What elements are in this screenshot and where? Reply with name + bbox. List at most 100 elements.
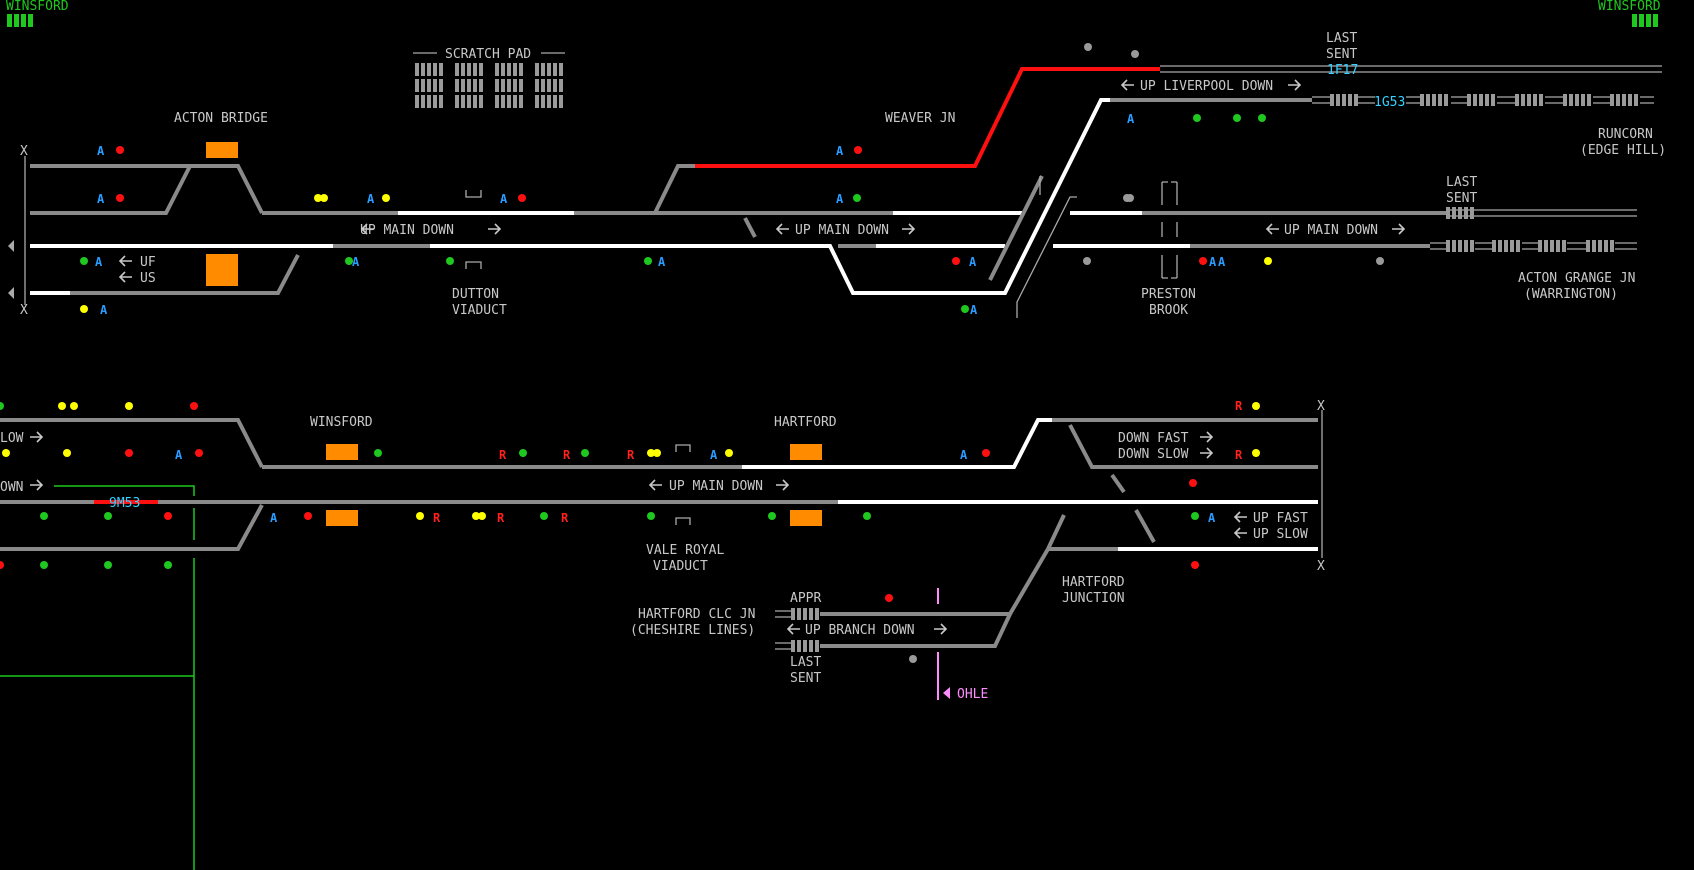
signal-aspect[interactable]: [1131, 50, 1139, 58]
auto-button-icon[interactable]: A: [100, 303, 108, 317]
auto-button-icon[interactable]: A: [500, 192, 508, 206]
label-preston-1: PRESTON: [1141, 287, 1196, 302]
signal-aspect[interactable]: [2, 449, 10, 457]
signal-aspect[interactable]: [70, 402, 78, 410]
reminder-icon[interactable]: R: [627, 448, 635, 462]
signal-aspect[interactable]: [104, 512, 112, 520]
signal-aspect[interactable]: [416, 512, 424, 520]
signal-aspect[interactable]: [952, 257, 960, 265]
signal-aspect[interactable]: [40, 561, 48, 569]
signal-aspect[interactable]: [80, 257, 88, 265]
berth-1g53[interactable]: 1G53: [1330, 94, 1405, 110]
auto-button-icon[interactable]: A: [1209, 255, 1217, 269]
auto-button-icon[interactable]: A: [367, 192, 375, 206]
berth-last-sent-branch[interactable]: [791, 640, 819, 652]
auto-button-icon[interactable]: A: [97, 192, 105, 206]
reminder-icon[interactable]: R: [563, 448, 571, 462]
berth-row-preston[interactable]: [1446, 207, 1614, 252]
auto-button-icon[interactable]: A: [960, 448, 968, 462]
auto-button-icon[interactable]: A: [969, 255, 977, 269]
signal-aspect[interactable]: [1191, 512, 1199, 520]
signal-aspect[interactable]: [982, 449, 990, 457]
auto-button-icon[interactable]: A: [95, 255, 103, 269]
signal-aspect[interactable]: [1264, 257, 1272, 265]
signal-aspect[interactable]: [909, 655, 917, 663]
signal-aspect[interactable]: [382, 194, 390, 202]
signal-aspect[interactable]: [1084, 43, 1092, 51]
signal-aspect[interactable]: [190, 402, 198, 410]
berth-1f17[interactable]: 1F17: [1327, 63, 1358, 78]
signal-aspect[interactable]: [581, 449, 589, 457]
signal-aspect[interactable]: [1233, 114, 1241, 122]
auto-button-icon[interactable]: A: [97, 144, 105, 158]
reminder-icon[interactable]: R: [499, 448, 507, 462]
auto-button-icon[interactable]: A: [1208, 511, 1216, 525]
reminder-icon[interactable]: R: [433, 511, 441, 525]
signal-aspect[interactable]: [1083, 257, 1091, 265]
signal-aspect[interactable]: [519, 449, 527, 457]
auto-button-icon[interactable]: A: [658, 255, 666, 269]
signal-aspect[interactable]: [0, 402, 4, 410]
label-ohle[interactable]: OHLE: [957, 687, 988, 702]
signal-aspect[interactable]: [647, 512, 655, 520]
signal-aspect[interactable]: [540, 512, 548, 520]
signal-aspect[interactable]: [164, 561, 172, 569]
reminder-icon[interactable]: R: [1235, 448, 1243, 462]
berth-9m53[interactable]: 9M53: [109, 496, 140, 511]
signal-aspect[interactable]: [647, 449, 655, 457]
reminder-icon[interactable]: R: [497, 511, 505, 525]
auto-button-icon[interactable]: A: [1127, 112, 1135, 126]
signal-aspect[interactable]: [1191, 561, 1199, 569]
auto-button-icon[interactable]: A: [836, 192, 844, 206]
signal-aspect[interactable]: [1252, 449, 1260, 457]
signal-aspect[interactable]: [1199, 257, 1207, 265]
reminder-icon[interactable]: R: [561, 511, 569, 525]
signal-aspect[interactable]: [345, 257, 353, 265]
signal-aspect[interactable]: [1258, 114, 1266, 122]
signal-aspect[interactable]: [40, 512, 48, 520]
signal-aspect[interactable]: [80, 305, 88, 313]
signal-aspect[interactable]: [63, 449, 71, 457]
signal-aspect[interactable]: [1252, 402, 1260, 410]
signal-aspect[interactable]: [0, 561, 4, 569]
signal-aspect[interactable]: [854, 146, 862, 154]
signal-aspect[interactable]: [885, 594, 893, 602]
signal-aspect[interactable]: [478, 512, 486, 520]
signal-aspect[interactable]: [472, 512, 480, 520]
signal-aspect[interactable]: [314, 194, 322, 202]
scratch-pad[interactable]: SCRATCH PAD: [413, 47, 565, 108]
signal-aspect[interactable]: [304, 512, 312, 520]
signal-aspect[interactable]: [1376, 257, 1384, 265]
auto-button-icon[interactable]: A: [352, 255, 360, 269]
signal-aspect[interactable]: [768, 512, 776, 520]
signal-aspect[interactable]: [58, 402, 66, 410]
signal-aspect[interactable]: [1189, 479, 1197, 487]
signal-aspect[interactable]: [374, 449, 382, 457]
signal-aspect[interactable]: [518, 194, 526, 202]
signal-aspect[interactable]: [961, 305, 969, 313]
signal-aspect[interactable]: [725, 449, 733, 457]
signal-aspect[interactable]: [863, 512, 871, 520]
signal-aspect[interactable]: [125, 402, 133, 410]
auto-button-icon[interactable]: A: [710, 448, 718, 462]
signal-aspect[interactable]: [104, 561, 112, 569]
signal-aspect[interactable]: [1123, 194, 1131, 202]
auto-button-icon[interactable]: A: [1218, 255, 1226, 269]
signal-aspect[interactable]: [653, 449, 661, 457]
signal-aspect[interactable]: [1193, 114, 1201, 122]
signal-aspect[interactable]: [116, 146, 124, 154]
signal-aspect[interactable]: [446, 257, 454, 265]
signal-aspect[interactable]: [164, 512, 172, 520]
auto-button-icon[interactable]: A: [836, 144, 844, 158]
signal-aspect[interactable]: [125, 449, 133, 457]
signal-aspect[interactable]: [195, 449, 203, 457]
signal-aspect[interactable]: [644, 257, 652, 265]
auto-button-icon[interactable]: A: [175, 448, 183, 462]
signal-aspect[interactable]: [116, 194, 124, 202]
berth-appr[interactable]: [791, 608, 819, 620]
auto-button-icon[interactable]: A: [970, 303, 978, 317]
auto-button-icon[interactable]: A: [270, 511, 278, 525]
signal-aspect[interactable]: [320, 194, 328, 202]
signal-aspect[interactable]: [853, 194, 861, 202]
reminder-icon[interactable]: R: [1235, 399, 1243, 413]
